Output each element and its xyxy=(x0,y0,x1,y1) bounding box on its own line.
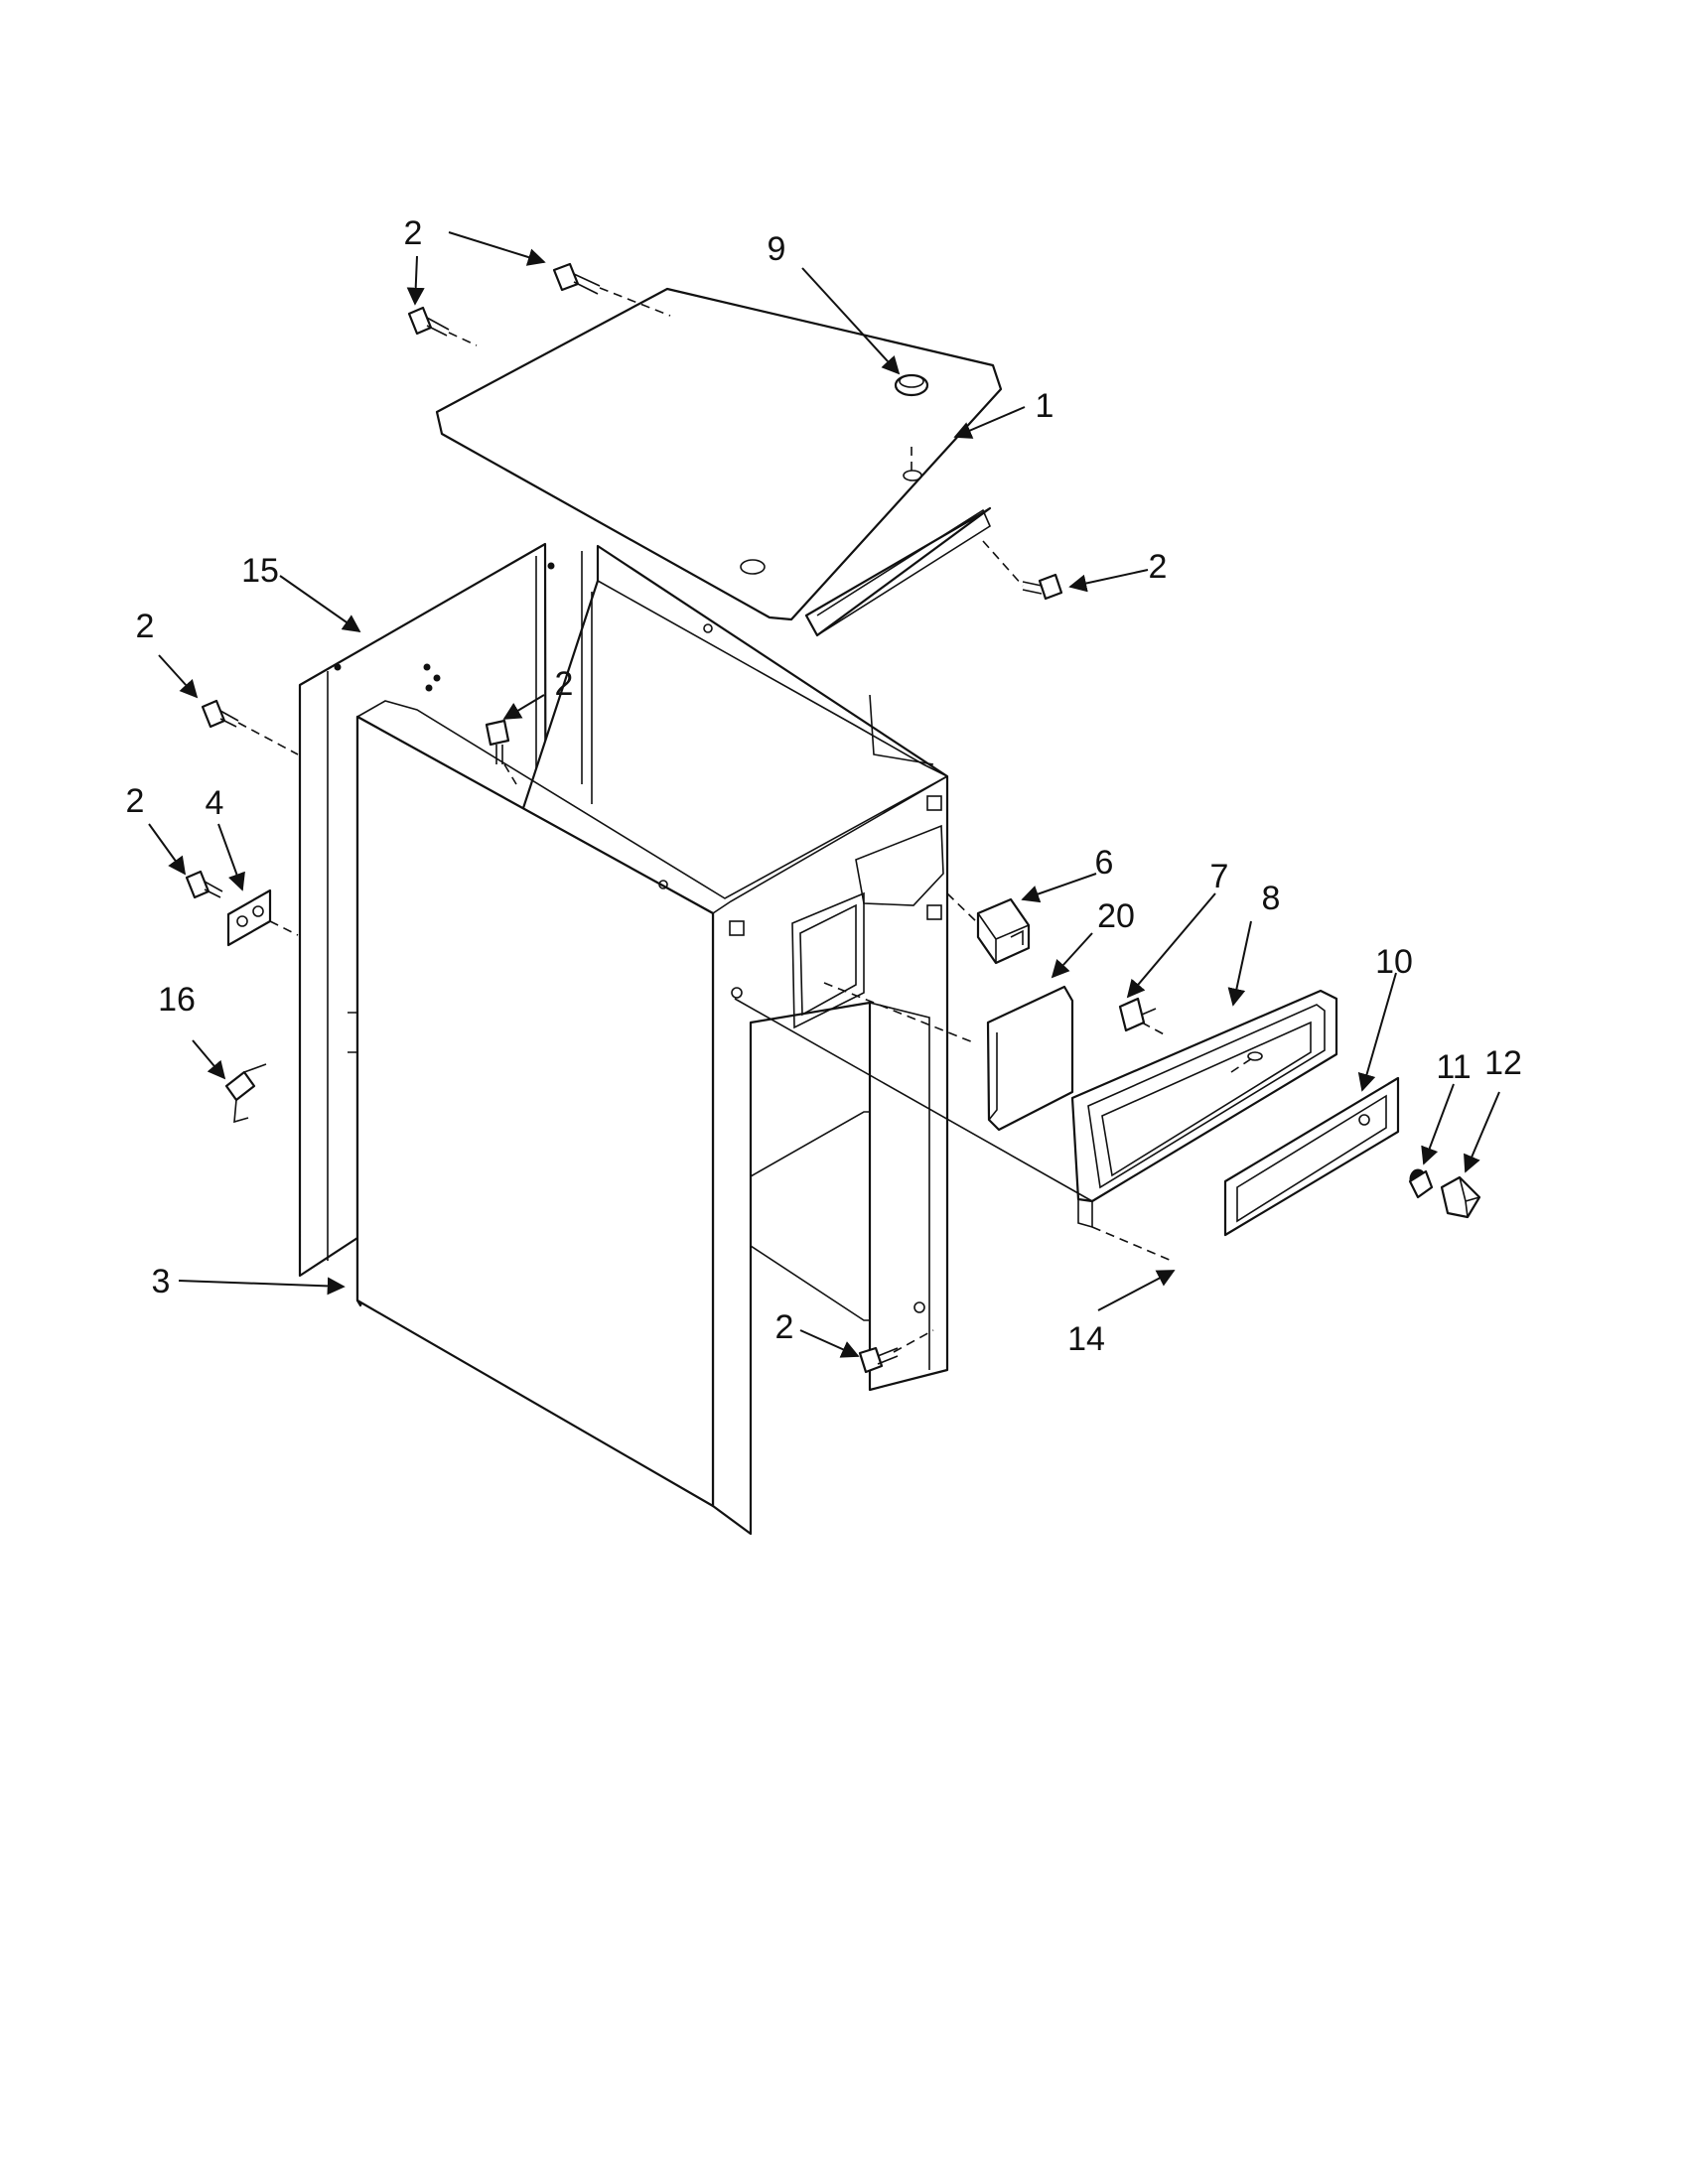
rocker-switch xyxy=(976,897,1031,965)
callout-10: 10 xyxy=(1375,943,1413,981)
terminal xyxy=(1118,997,1157,1032)
assembly-lines xyxy=(237,287,1256,1353)
top-panel xyxy=(435,287,1003,637)
callout-2-left-side: 2 xyxy=(136,608,155,645)
screw-left-bracket xyxy=(185,870,223,899)
bracket xyxy=(226,888,272,947)
callout-12: 12 xyxy=(1484,1044,1522,1082)
callout-3: 3 xyxy=(152,1263,171,1300)
screw-top-center xyxy=(485,719,510,764)
callout-2-top-center: 2 xyxy=(555,665,574,703)
cover-plate xyxy=(986,985,1074,1132)
clip xyxy=(224,1063,267,1124)
screw-left-side xyxy=(201,699,239,729)
callout-1: 1 xyxy=(1036,387,1054,425)
callout-2-top-right: 2 xyxy=(1149,548,1168,586)
callout-15: 15 xyxy=(241,552,279,590)
callout-4: 4 xyxy=(206,784,224,822)
panel-insert xyxy=(1223,1076,1400,1237)
callout-9: 9 xyxy=(768,230,786,268)
bushing xyxy=(1408,1168,1434,1199)
callout-2-bottom: 2 xyxy=(775,1308,794,1346)
screw-top-left-a xyxy=(552,262,601,295)
plug xyxy=(894,373,929,397)
callout-8: 8 xyxy=(1262,880,1281,917)
callout-14: 14 xyxy=(1067,1320,1105,1358)
callout-2-left-bracket: 2 xyxy=(126,782,145,820)
callout-11: 11 xyxy=(1436,1048,1471,1086)
cabinet xyxy=(355,544,949,1536)
callout-7: 7 xyxy=(1210,858,1229,895)
screw-top-right xyxy=(1022,573,1063,601)
leader-arrows xyxy=(148,231,1500,1358)
callout-16: 16 xyxy=(158,981,196,1019)
callout-20: 20 xyxy=(1097,897,1135,935)
callout-labels: 2 9 1 2 15 2 2 2 4 6 20 7 8 10 16 11 12 … xyxy=(126,214,1522,1358)
console-frame xyxy=(1070,989,1338,1229)
callout-2-top-a: 2 xyxy=(404,214,423,252)
knob xyxy=(1440,1175,1481,1219)
screw-bottom xyxy=(858,1346,899,1374)
callout-6: 6 xyxy=(1095,844,1114,882)
screw-top-left-b xyxy=(407,306,450,337)
